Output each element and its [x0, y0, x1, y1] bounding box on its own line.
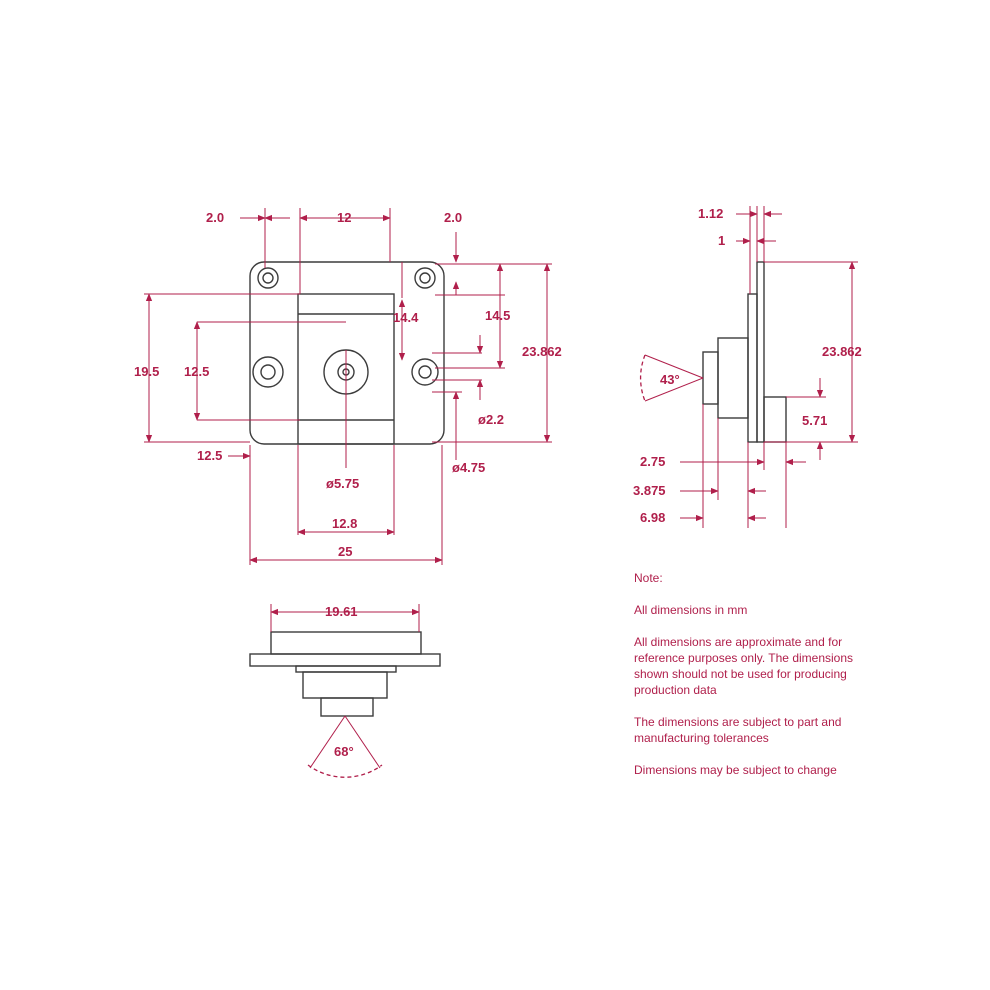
side-label-6-98: 6.98 [640, 510, 665, 525]
bottom-fov-arc [307, 764, 383, 778]
bottom-lens-tip [320, 697, 374, 717]
front-label-2-2: ø2.2 [478, 412, 504, 427]
side-lens-tip [702, 351, 719, 405]
front-label-12: 12 [337, 210, 351, 225]
side-extension-lines [702, 206, 858, 528]
front-label-25: 25 [338, 544, 352, 559]
front-label-2-0-left: 2.0 [206, 210, 224, 225]
side-label-1: 1 [718, 233, 725, 248]
front-plate-outline [249, 261, 445, 445]
side-label-3-875: 3.875 [633, 483, 666, 498]
notes-line-tolerances: The dimensions are subject to part and m… [634, 715, 842, 745]
side-label-23-862: 23.862 [822, 344, 862, 359]
front-label-19-5: 19.5 [134, 364, 159, 379]
side-label-1-12: 1.12 [698, 206, 723, 221]
mount-hole-mid-right [411, 358, 439, 386]
bottom-label-19-61: 19.61 [325, 604, 358, 619]
bottom-fov-ray-right [344, 715, 381, 769]
notes-line-units: All dimensions in mm [634, 603, 748, 617]
side-fov-arc [639, 354, 646, 402]
front-view: 2.0 12 2.0 14.4 14.5 23.862 19.5 12.5 ø2… [134, 208, 562, 565]
mount-hole-top-right-inner [419, 272, 431, 284]
side-label-2-75: 2.75 [640, 454, 665, 469]
mount-hole-top-right [414, 267, 436, 289]
side-lens-barrel [717, 337, 749, 419]
bottom-view: 19.61 68° [249, 604, 441, 778]
side-label-43: 43° [660, 372, 680, 387]
side-view: 1.12 1 23.862 43° 5.71 2.75 3.875 6.98 [633, 206, 862, 528]
front-label-23-862: 23.862 [522, 344, 562, 359]
notes-line-change: Dimensions may be subject to change [634, 763, 837, 777]
front-extension-lines [144, 208, 552, 565]
notes-panel: Note: All dimensions in mm All dimension… [634, 570, 874, 794]
side-label-5-71: 5.71 [802, 413, 827, 428]
front-label-4-75: ø4.75 [452, 460, 485, 475]
bottom-connector [295, 665, 397, 673]
mount-hole-top-left-inner [262, 272, 274, 284]
bottom-housing-top [270, 631, 422, 655]
front-label-2-0-right: 2.0 [444, 210, 462, 225]
bottom-extension-lines [270, 604, 420, 632]
mount-hole-mid-left [252, 356, 284, 388]
notes-title: Note: [634, 571, 663, 585]
front-label-14-4: 14.4 [393, 310, 419, 325]
side-connector [763, 396, 787, 443]
side-plate [756, 261, 765, 443]
bottom-lens-barrel [302, 671, 388, 699]
bottom-plate [249, 653, 441, 667]
front-label-12-5-h: 12.5 [197, 448, 222, 463]
front-label-12-8: 12.8 [332, 516, 357, 531]
side-fov-ray-bottom [644, 377, 704, 402]
front-label-14-5: 14.5 [485, 308, 510, 323]
side-fov-ray-top [644, 354, 704, 379]
front-label-12-5-v: 12.5 [184, 364, 209, 379]
notes-line-approximate: All dimensions are approximate and for r… [634, 635, 854, 697]
mount-hole-mid-right-inner [418, 365, 432, 379]
bottom-label-68: 68° [334, 744, 354, 759]
mount-hole-top-left [257, 267, 279, 289]
side-housing [747, 293, 758, 443]
mount-hole-mid-left-inner [260, 364, 276, 380]
front-label-5-75: ø5.75 [326, 476, 359, 491]
bottom-fov-ray-left [309, 715, 346, 769]
